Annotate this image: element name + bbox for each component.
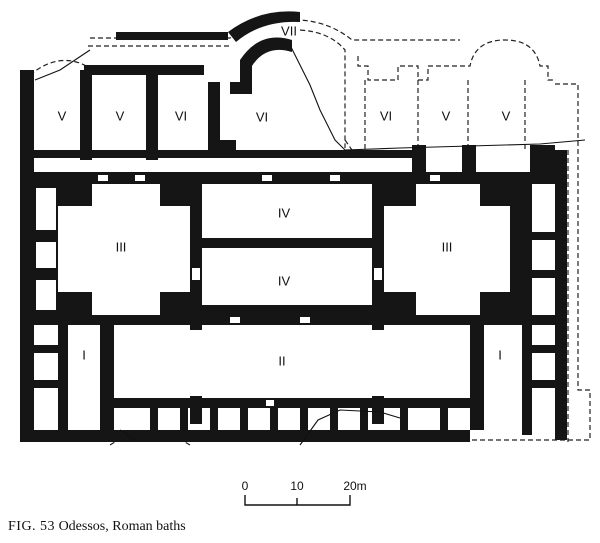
walls [20, 11, 567, 442]
room-labels: V V VI VI VI V V VII III III IV IV II I … [58, 23, 511, 368]
figure-number: FIG. 53 [8, 519, 56, 534]
scale-tick-20m: 20m [343, 479, 366, 493]
scale-tick-10: 10 [290, 479, 304, 493]
room-label-north-right-2: V [442, 108, 451, 123]
figure-caption: FIG. 53 Odessos, Roman baths [8, 519, 186, 535]
room-label-west-hall: III [116, 239, 127, 254]
room-label-north-left-3: VI [175, 108, 187, 123]
room-label-central-south: IV [278, 273, 291, 288]
room-label-southwest: I [82, 347, 86, 362]
room-label-pool: II [278, 353, 285, 368]
room-label-central-north: IV [278, 205, 291, 220]
figure-title: Odessos, Roman baths [58, 519, 186, 534]
room-label-apse: VII [281, 23, 297, 38]
room-label-east-hall: III [442, 239, 453, 254]
scale-bar: 0 10 20m [242, 479, 367, 506]
room-label-southeast: I [498, 347, 502, 362]
doorways [98, 175, 440, 406]
room-label-north-right-1: VI [380, 108, 392, 123]
scale-tick-0: 0 [242, 479, 249, 493]
room-label-north-left-1: V [58, 108, 67, 123]
room-label-north-right-3: V [502, 108, 511, 123]
ruin-lines [34, 44, 586, 446]
room-interiors [34, 78, 554, 396]
room-label-north-left-4: VI [256, 109, 268, 124]
room-label-north-left-2: V [116, 108, 125, 123]
